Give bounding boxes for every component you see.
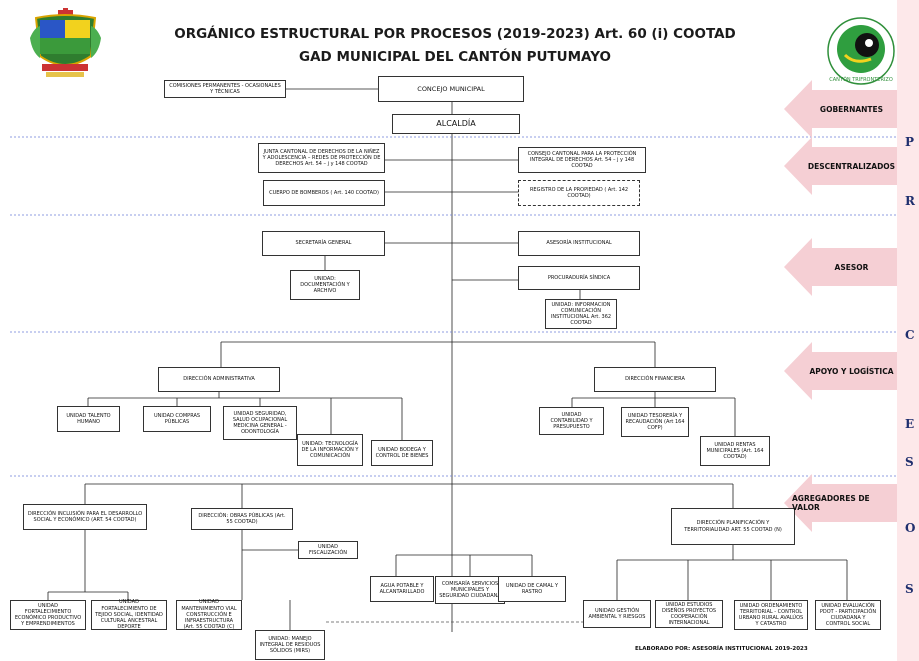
side-letter-o: O bbox=[905, 521, 916, 535]
node-fiscalizacion: UNIDAD FISCALIZACIÓN bbox=[298, 541, 358, 559]
node-tecnologia: UNIDAD: TECNOLOGÍA DE LA INFORMACIÓN Y C… bbox=[297, 434, 363, 466]
node-informacion-comunicacion: UNIDAD: INFORMACION COMUNICACIÓN INSTITU… bbox=[545, 299, 617, 329]
node-talento-humano: UNIDAD TALENTO HUMANO bbox=[57, 406, 120, 432]
node-estudios-disenos: UNIDAD ESTUDIOS DISEÑOS PROYECTOS COOPER… bbox=[655, 600, 723, 628]
node-agua-potable: AGUA POTABLE Y ALCANTARILLADO bbox=[370, 576, 434, 602]
node-mantenimiento-vial: UNIDAD MANTENIMIENTO VIAL CONSTRUCCIÓN E… bbox=[176, 599, 242, 630]
node-camal-rastro: UNIDAD DE CAMAL Y RASTRO bbox=[498, 576, 566, 602]
node-documentacion-archivo: UNIDAD: DOCUMENTACIÓN Y ARCHIVO bbox=[290, 270, 360, 300]
node-secretaria-general: SECRETARÍA GENERAL bbox=[262, 231, 385, 256]
municipal-coat-of-arms-logo bbox=[30, 8, 101, 77]
level-arrow-asesor: ASESOR bbox=[784, 238, 897, 296]
node-rentas: UNIDAD RENTAS MUNICIPALES (Art. 164 COOT… bbox=[700, 436, 770, 466]
right-logo-text: CANTÓN TRIFRONTERIZO bbox=[829, 76, 893, 83]
chart-title-line-2: GAD MUNICIPAL DEL CANTÓN PUTUMAYO bbox=[299, 49, 611, 65]
side-letter-s-2: S bbox=[905, 582, 914, 596]
footer-credit: ELABORADO POR: ASESORÍA INSTITUCIONAL 20… bbox=[635, 646, 808, 652]
level-label-agregadores: AGREGADORES DE VALOR bbox=[792, 494, 870, 512]
node-evaluacion-pdot: UNIDAD EVALUACIÓN PDOT - PARTICIPACIÓN C… bbox=[815, 600, 881, 630]
level-label-asesor: ASESOR bbox=[834, 262, 869, 272]
node-alcaldia: ALCALDÍA bbox=[392, 114, 520, 134]
node-compras-publicas: UNIDAD COMPRAS PÚBLICAS bbox=[143, 406, 211, 432]
level-label-descentralizados: DESCENTRALIZADOS bbox=[807, 161, 896, 171]
side-letter-c: C bbox=[905, 328, 915, 342]
node-gestion-ambiental: UNIDAD GESTIÓN AMBIENTAL Y RIESGOS bbox=[583, 600, 651, 628]
node-comisiones: COMISIONES PERMANENTES - OCASIONALES Y T… bbox=[164, 80, 286, 98]
node-residuos-solidos: UNIDAD: MANEJO INTEGRAL DE RESIDUOS SÓLI… bbox=[255, 630, 325, 660]
node-direccion-obras: DIRECCIÓN: OBRAS PÚBLICAS (Art. 55 COOTA… bbox=[191, 508, 293, 530]
node-fortalecimiento-social: UNIDAD FORTALECIMIENTO DE TEJIDO SOCIAL,… bbox=[91, 599, 167, 630]
level-arrow-agregadores: AGREGADORES DE VALOR bbox=[784, 474, 897, 532]
node-concejo-municipal: CONCEJO MUNICIPAL bbox=[378, 76, 524, 102]
level-label-gobernantes: GOBERNANTES bbox=[819, 104, 884, 114]
node-registro-propiedad: REGISTRO DE LA PROPIEDAD ( Art. 142 COOT… bbox=[518, 180, 640, 206]
chart-title-line-1: ORGÁNICO ESTRUCTURAL POR PROCESOS (2019-… bbox=[174, 26, 736, 42]
node-contabilidad: UNIDAD CONTABILIDAD Y PRESUPUESTO bbox=[539, 407, 604, 435]
level-arrow-descentralizados: DESCENTRALIZADOS bbox=[784, 137, 897, 195]
canton-trifronterizo-logo: CANTÓN TRIFRONTERIZO bbox=[827, 17, 895, 85]
node-direccion-administrativa: DIRECCIÓN ADMINISTRATIVA bbox=[158, 367, 280, 392]
node-bodega-bienes: UNIDAD BODEGA Y CONTROL DE BIENES bbox=[371, 440, 433, 466]
node-asesoria-institucional: ASESORÍA INSTITUCIONAL bbox=[518, 231, 640, 256]
node-fortalecimiento-economico: UNIDAD FORTALECIMIENTO ECONÓMICO PRODUCT… bbox=[10, 600, 86, 630]
level-arrow-apoyo: APOYO Y LOGÍSTICA bbox=[784, 342, 897, 400]
node-comisaria: COMISARÍA SERVICIOS MUNICIPALES Y SEGURI… bbox=[435, 576, 505, 604]
level-arrow-gobernantes: GOBERNANTES bbox=[784, 80, 897, 138]
level-label-apoyo: APOYO Y LOGÍSTICA bbox=[809, 366, 894, 376]
node-tesoreria: UNIDAD TESORERÍA Y RECAUDACIÓN (Art 164 … bbox=[621, 407, 689, 437]
node-direccion-planificacion: DIRECCIÓN PLANIFICACIÓN Y TERRITORIALIDA… bbox=[671, 508, 795, 545]
side-letter-p: P bbox=[905, 135, 915, 149]
node-junta-cantonal: JUNTA CANTONAL DE DERECHOS DE LA NIÑEZ Y… bbox=[258, 143, 385, 173]
side-letter-e: E bbox=[905, 417, 915, 431]
node-procuraduria-sindica: PROCURADURÍA SÍNDICA bbox=[518, 266, 640, 290]
node-direccion-inclusion: DIRECCIÓN INCLUSIÓN PARA EL DESARROLLO S… bbox=[23, 504, 147, 530]
node-direccion-financiera: DIRECCIÓN FINANCIERA bbox=[594, 367, 716, 392]
node-ordenamiento-territorial: UNIDAD ORDENAMIENTO TERRITORIAL - CONTRO… bbox=[734, 600, 808, 630]
node-seguridad-salud: UNIDAD SEGURIDAD, SALUD OCUPACIONAL MEDI… bbox=[223, 406, 297, 440]
right-sidebar-band bbox=[897, 0, 919, 661]
node-cuerpo-bomberos: CUERPO DE BOMBEROS ( Art. 140 COOTAD) bbox=[263, 180, 385, 206]
node-consejo-cantonal: CONSEJO CANTONAL PARA LA PROTECCIÓN INTE… bbox=[518, 147, 646, 173]
side-letter-s: S bbox=[905, 455, 914, 469]
side-letter-r: R bbox=[905, 194, 915, 208]
